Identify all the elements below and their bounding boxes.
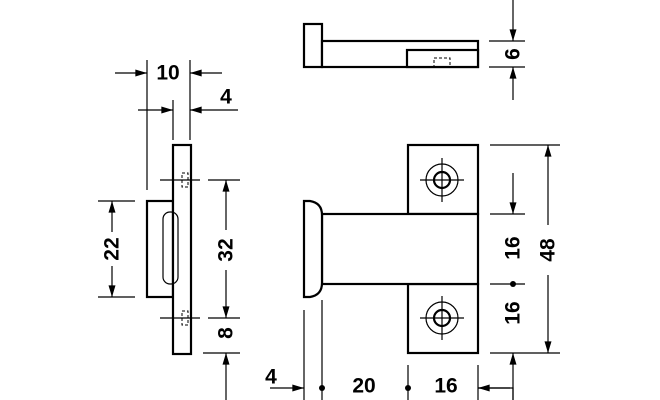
- dim-4-side: 4: [220, 86, 232, 109]
- dim-48: 48: [537, 238, 560, 262]
- top-view: 6: [302, 0, 525, 100]
- front-view: 48 16 16 4 20 16: [265, 143, 560, 400]
- dim-16-width: 16: [434, 375, 457, 398]
- screw-hole-top: [420, 158, 464, 202]
- dim-22: 22: [101, 237, 124, 260]
- dim-8: 8: [215, 327, 238, 339]
- dim-6: 6: [502, 48, 525, 60]
- side-view: 10 4 22 32 8: [98, 60, 240, 400]
- dim-20: 20: [352, 375, 375, 398]
- dim-4-front: 4: [265, 366, 277, 389]
- dim-16-upper: 16: [502, 236, 525, 259]
- screw-hole-bottom: [420, 296, 464, 340]
- dim-32: 32: [215, 238, 238, 261]
- dim-16-lower: 16: [502, 301, 525, 324]
- dim-10: 10: [156, 62, 179, 85]
